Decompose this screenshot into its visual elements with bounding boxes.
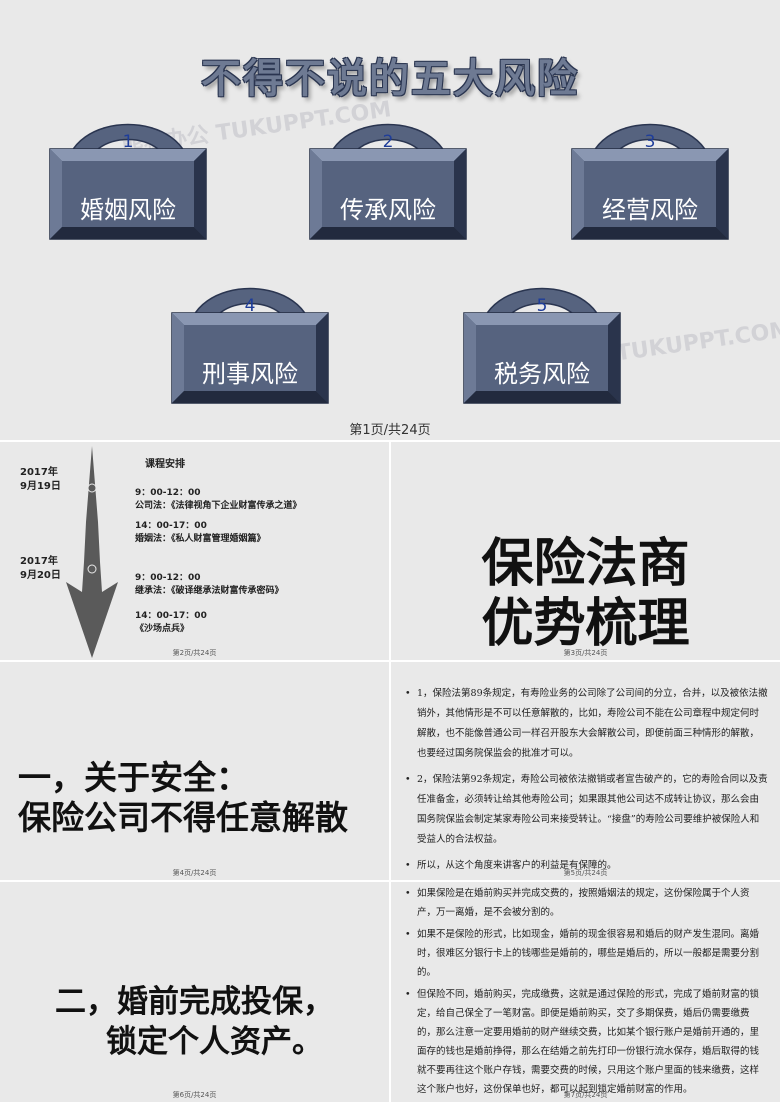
- lock-number: 5: [536, 296, 548, 316]
- date-label: 2017年 9月19日: [20, 467, 61, 492]
- page-title: 不得不说的五大风险: [201, 56, 579, 102]
- list-item: 但保险不同，婚前购买，完成缴费，这就是通过保险的形式，完成了婚前财富的锁定，给自…: [405, 985, 768, 1099]
- lock-label: 婚姻风险: [80, 196, 176, 224]
- slide-5: 1，保险法第89条规定，有寿险业务的公司除了公司间的分立，合并，以及被依法撤销外…: [391, 662, 780, 880]
- lock-label: 刑事风险: [202, 360, 298, 388]
- list-item: 如果不是保险的形式，比如现金，婚前的现金很容易和婚后的财产发生混同。离婚时，很难…: [405, 925, 768, 982]
- lock-3: 3 经营风险: [570, 112, 730, 242]
- lock-icon: [171, 287, 329, 404]
- lock-5: 5 税务风险: [462, 276, 622, 406]
- page-footer: 第1页/共24页: [349, 423, 431, 438]
- list-item: 2，保险法第92条规定，寿险公司被依法撤销或者宣告破产的，它的寿险合同以及责任准…: [405, 770, 768, 850]
- list-item: 所以，从这个角度来讲客户的利益是有保障的。: [405, 856, 768, 876]
- page-footer: 第7页/共24页: [563, 1091, 608, 1099]
- page-footer: 第6页/共24页: [172, 1091, 217, 1099]
- lock-number: 1: [122, 132, 134, 152]
- slide-heading: 二，婚前完成投保， 锁定个人资产。: [55, 984, 334, 1060]
- lock-label: 传承风险: [340, 196, 436, 224]
- bullet-list: 如果保险是在婚前购买并完成交费的，按照婚姻法的规定，这份保险属于个人资产，万一离…: [405, 884, 768, 1102]
- page-footer: 第2页/共24页: [172, 649, 217, 657]
- list-item: 1，保险法第89条规定，有寿险业务的公司除了公司间的分立，合并，以及被依法撤销外…: [405, 684, 768, 764]
- lock-icon: [463, 287, 621, 404]
- date-label: 2017年 9月20日: [20, 556, 61, 581]
- list-item: 如果保险是在婚前购买并完成交费的，按照婚姻法的规定，这份保险属于个人资产，万一离…: [405, 884, 768, 922]
- page-footer: 第4页/共24页: [172, 869, 217, 877]
- lock-number: 4: [244, 296, 256, 316]
- slide-3: 保险法商 优势梳理 第3页/共24页: [391, 442, 780, 660]
- page-footer: 第5页/共24页: [563, 869, 608, 877]
- lock-2: 2 传承风险: [308, 112, 468, 242]
- lock-icon: [49, 123, 207, 240]
- slide-7: 如果保险是在婚前购买并完成交费的，按照婚姻法的规定，这份保险属于个人资产，万一离…: [391, 882, 780, 1102]
- slide-1: 熊猫办公 TUKUPPT.COM 熊猫办公 TUKUPPT.COM 不得不说的五…: [0, 0, 780, 440]
- bullet-list: 1，保险法第89条规定，有寿险业务的公司除了公司间的分立，合并，以及被依法撤销外…: [405, 684, 768, 880]
- lock-icon: [309, 123, 467, 240]
- schedule-item: 9：00-12：00 公司法：《法律视角下企业财富传承之道》: [135, 488, 302, 511]
- slide-2: 课程安排 2017年 9月19日 2017年 9月20日 9：00-12：00 …: [0, 442, 389, 660]
- slide-6: 二，婚前完成投保， 锁定个人资产。 第6页/共24页: [0, 882, 389, 1102]
- lock-label: 税务风险: [494, 360, 590, 388]
- arrow-icon: [66, 446, 118, 658]
- schedule-item: 14：00-17：00 《沙场点兵》: [135, 611, 207, 634]
- slide-heading: 一，关于安全： 保险公司不得任意解散: [18, 758, 348, 837]
- schedule-item: 9：00-12：00 继承法：《破译继承法财富传承密码》: [135, 573, 284, 596]
- lock-number: 2: [382, 132, 394, 152]
- lock-1: 1 婚姻风险: [48, 112, 208, 242]
- lock-number: 3: [644, 132, 656, 152]
- lock-icon: [571, 123, 729, 240]
- slide-heading: 保险法商 优势梳理: [481, 534, 690, 654]
- slide-4: 一，关于安全： 保险公司不得任意解散 第4页/共24页: [0, 662, 389, 880]
- lock-4: 4 刑事风险: [170, 276, 330, 406]
- schedule-heading: 课程安排: [145, 459, 185, 470]
- lock-label: 经营风险: [602, 196, 698, 224]
- schedule-item: 14：00-17：00 婚姻法：《私人财富管理婚姻篇》: [135, 521, 266, 544]
- page-footer: 第3页/共24页: [563, 649, 608, 657]
